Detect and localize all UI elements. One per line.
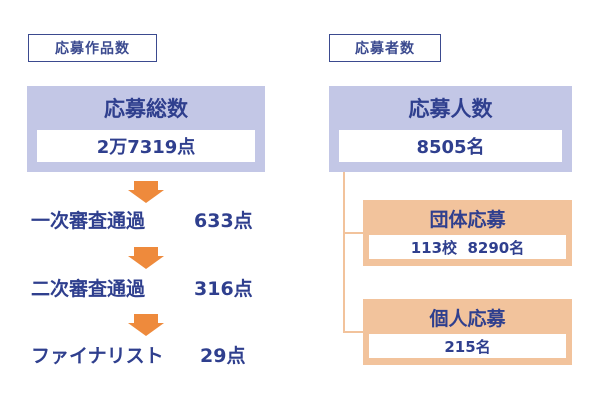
down-arrow-icon	[128, 247, 164, 269]
group-entry-box: 団体応募 113校 8290名	[363, 200, 572, 266]
connector-branch-individual	[343, 331, 364, 333]
group-entry-value: 113校 8290名	[369, 235, 566, 259]
stage-label-second: 二次審査通過	[31, 278, 146, 300]
total-applicants-box: 応募人数 8505名	[329, 86, 572, 172]
entries-tag: 応募作品数	[28, 34, 157, 62]
applicants-tag: 応募者数	[329, 34, 441, 62]
stage-label-first: 一次審査通過	[31, 210, 146, 232]
total-entries-title: 応募総数	[104, 97, 188, 121]
total-applicants-value: 8505名	[339, 130, 562, 162]
individual-entry-box: 個人応募 215名	[363, 299, 572, 365]
total-applicants-title: 応募人数	[408, 97, 493, 121]
stage-count-finalist: 29点	[200, 345, 246, 367]
stage-count-second: 316点	[194, 278, 253, 300]
connector-branch-group	[343, 232, 364, 234]
total-entries-box: 応募総数 2万7319点	[27, 86, 265, 172]
total-entries-value: 2万7319点	[37, 130, 255, 162]
stage-label-finalist: ファイナリスト	[31, 345, 164, 367]
individual-entry-value: 215名	[369, 334, 566, 358]
stage-count-first: 633点	[194, 210, 253, 232]
connector-vertical	[343, 172, 345, 333]
individual-entry-title: 個人応募	[429, 307, 506, 330]
group-entry-title: 団体応募	[429, 208, 506, 231]
down-arrow-icon	[128, 314, 164, 336]
down-arrow-icon	[128, 181, 164, 203]
